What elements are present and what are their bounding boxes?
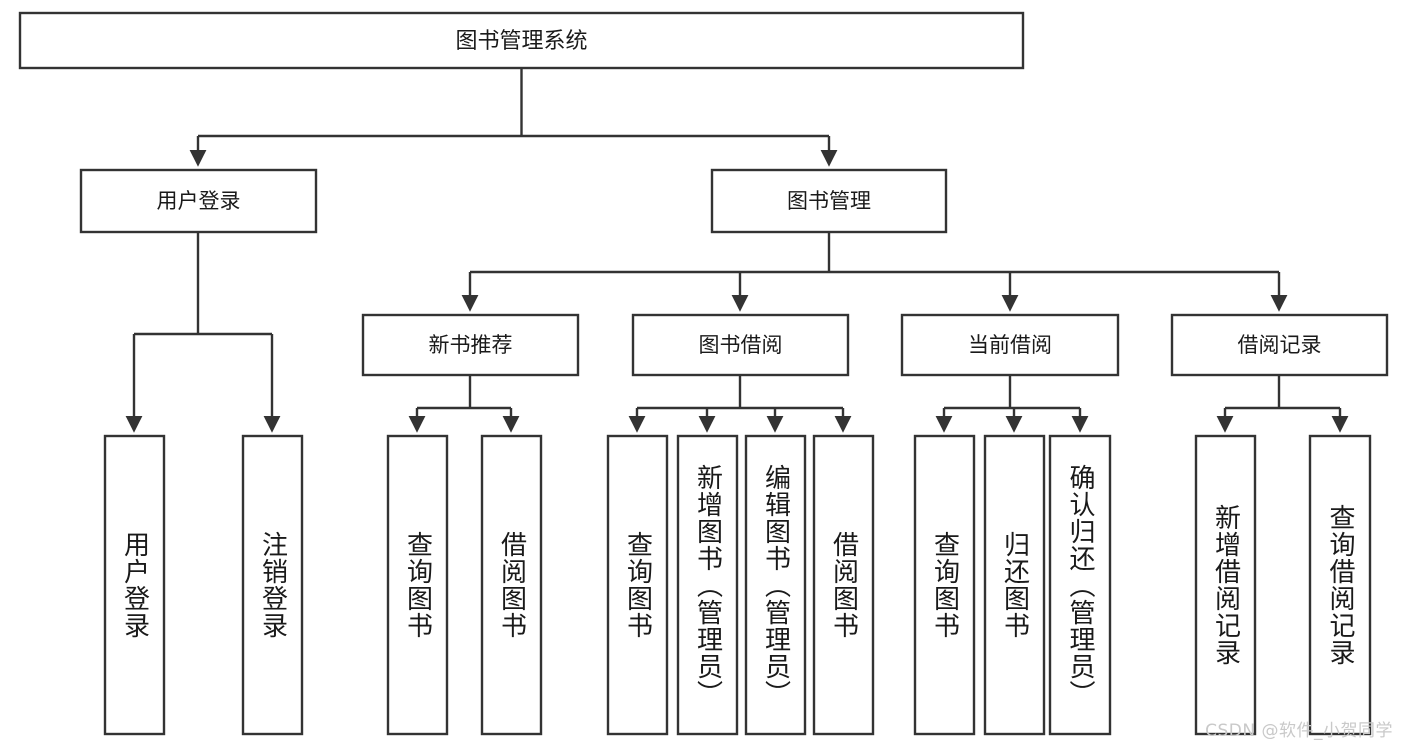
node-root-label: 图书管理系统	[455, 29, 587, 54]
leaf-add-record-box[interactable]	[1194, 434, 1257, 736]
leaf-edit-book-box[interactable]	[744, 434, 807, 736]
node-new-book[interactable]: 新书推荐	[361, 313, 580, 377]
node-borrow-record[interactable]: 借阅记录	[1170, 313, 1389, 377]
node-current-borrow-label: 当前借阅	[968, 333, 1052, 357]
leaf-user-login-box[interactable]	[103, 434, 166, 736]
leaf-return-book-box[interactable]	[983, 434, 1046, 736]
leaf-borrow-book-1-box[interactable]	[480, 434, 543, 736]
csdn-watermark: CSDN @软件_小贺同学	[1205, 721, 1393, 741]
node-user-login-label: 用户登录	[157, 189, 241, 213]
leaf-query-book-3-box[interactable]	[913, 434, 976, 736]
node-current-borrow-box[interactable]	[900, 313, 1120, 377]
node-new-book-box[interactable]	[361, 313, 580, 377]
leaf-borrow-book-2-box[interactable]	[812, 434, 875, 736]
leaf-query-record-box[interactable]	[1308, 434, 1372, 736]
node-user-login-box[interactable]	[79, 168, 318, 234]
node-book-borrow-box[interactable]	[631, 313, 850, 377]
leaf-confirm-return-box[interactable]	[1048, 434, 1112, 736]
node-new-book-label: 新书推荐	[429, 333, 513, 357]
node-borrow-record-box[interactable]	[1170, 313, 1389, 377]
node-root[interactable]: 图书管理系统	[18, 11, 1025, 70]
node-book-manage-box[interactable]	[710, 168, 948, 234]
node-book-borrow-label: 图书借阅	[699, 333, 783, 357]
node-book-borrow[interactable]: 图书借阅	[631, 313, 850, 377]
leaf-query-book-2-box[interactable]	[606, 434, 669, 736]
node-book-manage[interactable]: 图书管理	[710, 168, 948, 234]
node-book-manage-label: 图书管理	[787, 189, 871, 213]
node-borrow-record-label: 借阅记录	[1238, 333, 1322, 357]
connector-layer	[125, 68, 1349, 433]
node-user-login[interactable]: 用户登录	[79, 168, 318, 234]
node-root-box[interactable]	[18, 11, 1025, 70]
leaf-add-book-box[interactable]	[676, 434, 739, 736]
leaf-logout-box[interactable]	[241, 434, 304, 736]
leaf-layer	[103, 434, 1372, 736]
leaf-query-book-1-box[interactable]	[386, 434, 449, 736]
node-current-borrow[interactable]: 当前借阅	[900, 313, 1120, 377]
